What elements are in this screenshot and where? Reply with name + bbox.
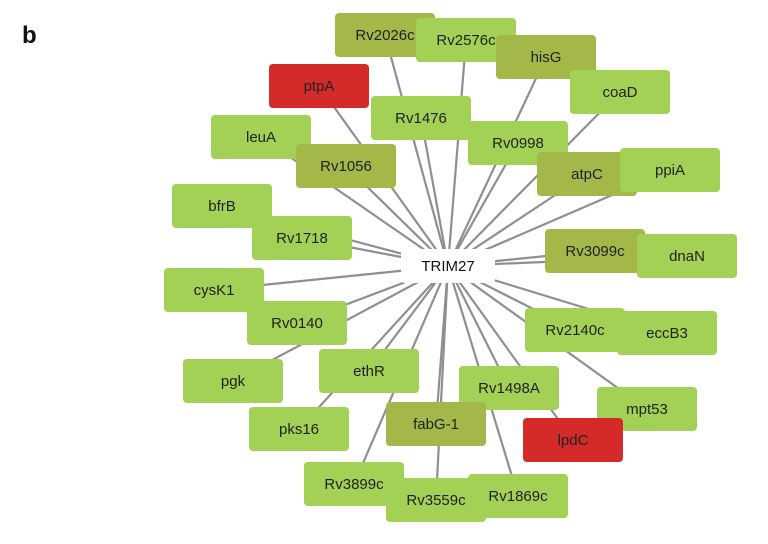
node-rv1476[interactable]: Rv1476 — [371, 96, 471, 140]
node-coad[interactable]: coaD — [570, 70, 670, 114]
node-pks16[interactable]: pks16 — [249, 407, 349, 451]
node-dnan[interactable]: dnaN — [637, 234, 737, 278]
edge-rv1476 — [419, 117, 450, 267]
node-rv1056[interactable]: Rv1056 — [296, 144, 396, 188]
edge-lpdc — [447, 265, 574, 441]
node-rv2140c[interactable]: Rv2140c — [525, 308, 625, 352]
edge-pks16 — [298, 265, 449, 430]
node-leua[interactable]: leuA — [211, 115, 311, 159]
node-ptpa[interactable]: ptpA — [269, 64, 369, 108]
node-rv0140[interactable]: Rv0140 — [247, 301, 347, 345]
node-ethr[interactable]: ethR — [319, 349, 419, 393]
node-rv3099c[interactable]: Rv3099c — [545, 229, 645, 273]
node-rv0998[interactable]: Rv0998 — [468, 121, 568, 165]
node-rv1718[interactable]: Rv1718 — [252, 216, 352, 260]
panel-label: b — [22, 22, 37, 49]
hub-node[interactable]: TRIM27 — [401, 249, 495, 283]
edge-rv2026c — [383, 34, 450, 267]
node-pgk[interactable]: pgk — [183, 359, 283, 403]
edge-coad — [447, 91, 621, 267]
node-rv1869c[interactable]: Rv1869c — [468, 474, 568, 518]
node-fabg-1[interactable]: fabG-1 — [386, 402, 486, 446]
edge-rv3559c — [434, 265, 450, 501]
node-ppia[interactable]: ppiA — [620, 148, 720, 192]
node-eccb3[interactable]: eccB3 — [617, 311, 717, 355]
edge-rv2576c — [446, 39, 468, 267]
node-lpdc[interactable]: lpdC — [523, 418, 623, 462]
